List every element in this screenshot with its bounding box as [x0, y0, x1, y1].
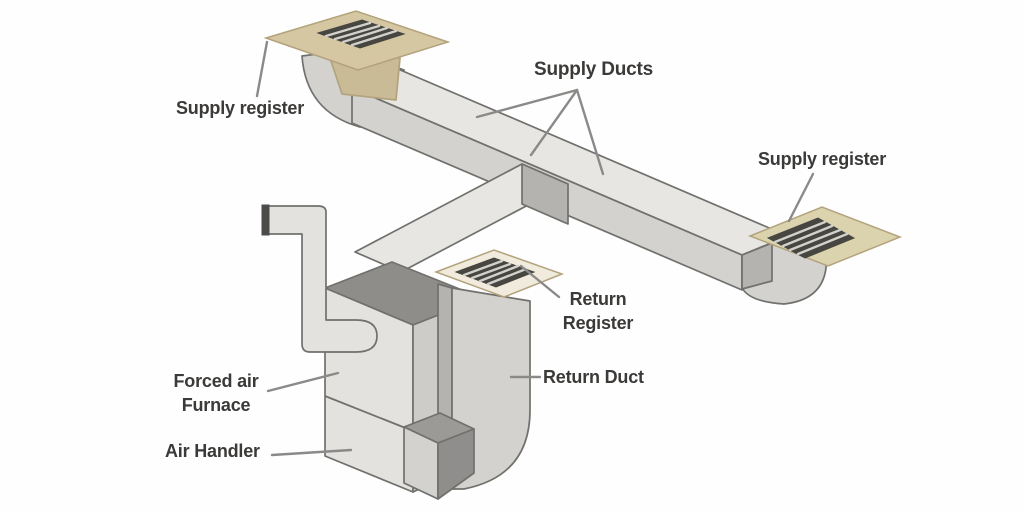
supply-register-right-grille-icon: [766, 217, 856, 259]
leader-forced-air-furnace: [266, 371, 340, 393]
leader-supply-ducts-3: [575, 88, 605, 176]
leader-return-register: [519, 264, 561, 299]
grille-slat: [462, 259, 504, 277]
label-return-duct: Return Duct: [543, 367, 644, 387]
label-air-handler: Air Handler: [165, 441, 260, 461]
grille-slat: [341, 26, 389, 44]
leader-air-handler: [270, 448, 353, 457]
return-connector-right: [437, 428, 475, 500]
grille-slat: [788, 228, 842, 252]
grille-slat: [350, 29, 398, 47]
leader-supply-register-left: [255, 40, 269, 98]
grille-slat: [781, 224, 834, 248]
label-supply-register-left: Supply register: [176, 98, 305, 118]
grille-slat: [773, 220, 827, 244]
label-supply-ducts: Supply Ducts: [534, 59, 654, 80]
label-forced-air-furnace: Forced air Furnace: [173, 371, 259, 416]
flue-pipe: [265, 205, 378, 353]
grille-slat: [486, 267, 528, 286]
grille-slat: [478, 264, 520, 283]
supply-register-left-grille-icon: [316, 19, 406, 49]
furnace-front-face: [324, 287, 414, 493]
label-return-register: Return Register: [562, 289, 634, 334]
return-register-grille-icon: [454, 257, 536, 288]
leader-supply-register-right: [787, 172, 815, 223]
supply-duct-riser-endcap: [521, 163, 569, 225]
flue-pipe-opening: [261, 204, 270, 236]
grille-slat: [796, 232, 849, 256]
supply-duct-right-endcap: [741, 242, 773, 290]
leader-supply-ducts-2: [529, 88, 579, 157]
return-duct-side-face: [437, 283, 453, 433]
grille-slat: [470, 262, 512, 280]
grille-slat: [333, 24, 381, 41]
leader-supply-ducts-1: [475, 88, 579, 119]
grille-slat: [324, 21, 372, 38]
label-supply-register-right: Supply register: [758, 149, 887, 169]
